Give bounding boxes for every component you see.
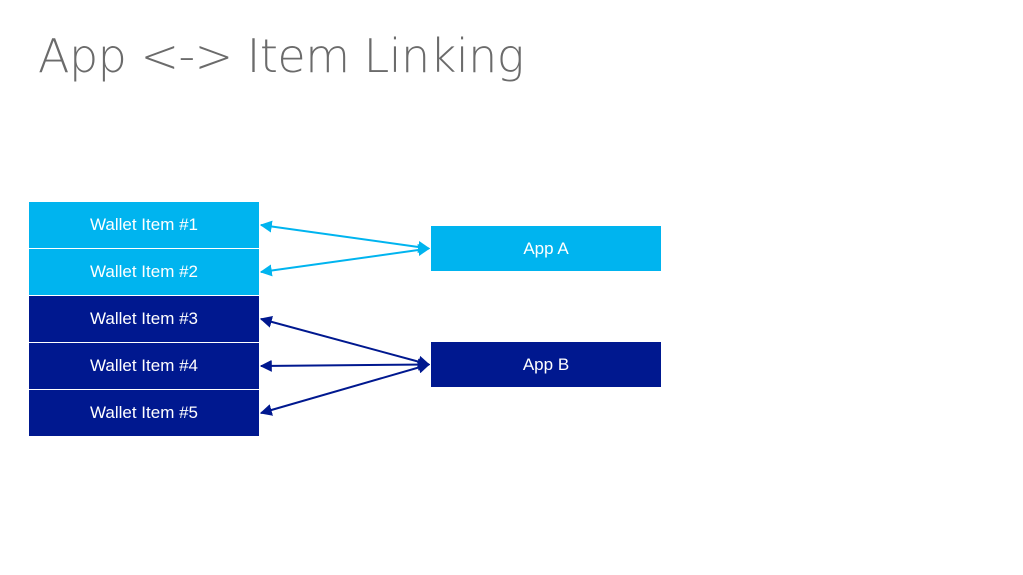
- wallet-item-5: Wallet Item #5: [29, 390, 259, 436]
- link-arrow-2: [259, 244, 431, 277]
- app-b-label: App B: [522, 354, 570, 374]
- wallet-item-5-label: Wallet Item #5: [89, 403, 199, 422]
- wallet-item-4: Wallet Item #4: [29, 343, 259, 389]
- app-b-box: App B: [431, 342, 661, 387]
- app-a-box: App A: [431, 226, 661, 271]
- wallet-item-3-label: Wallet Item #3: [89, 309, 199, 328]
- wallet-item-2: Wallet Item #2: [29, 249, 259, 295]
- wallet-item-2-label: Wallet Item #2: [89, 262, 199, 281]
- wallet-item-1-label: Wallet Item #1: [89, 215, 199, 234]
- link-arrow-4: [259, 358, 431, 372]
- wallet-item-3: Wallet Item #3: [29, 296, 259, 342]
- link-arrow-3: [259, 316, 431, 368]
- link-arrow-5: [259, 361, 431, 416]
- app-a-label: App A: [523, 238, 569, 258]
- link-arrow-1: [259, 220, 431, 253]
- wallet-item-1: Wallet Item #1: [29, 202, 259, 248]
- slide-title: App <-> Item Linking: [38, 29, 524, 83]
- wallet-item-4-label: Wallet Item #4: [89, 356, 199, 375]
